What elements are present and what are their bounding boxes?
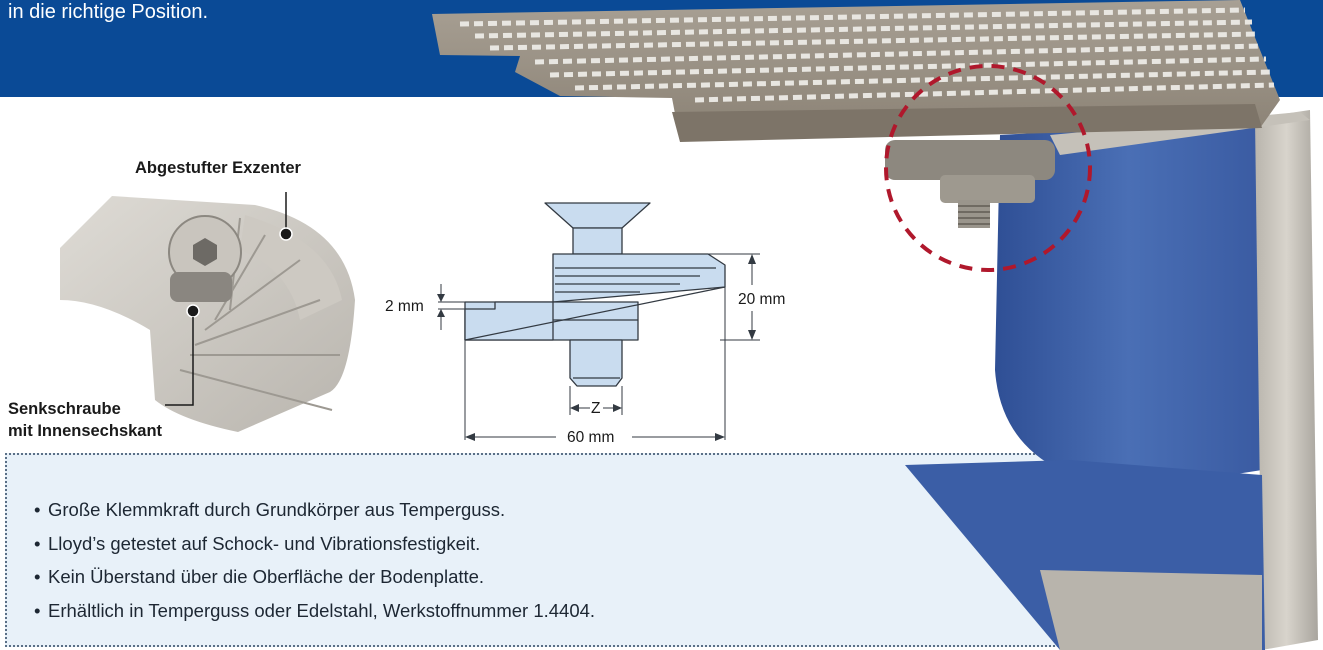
bottom-shank bbox=[569, 339, 623, 387]
feature-item: •Kein Überstand über die Oberfläche der … bbox=[34, 560, 595, 594]
dim-z-label: Z bbox=[591, 400, 600, 417]
callout-screw-label-1: Senkschraube bbox=[8, 400, 121, 418]
bullet-icon: • bbox=[34, 532, 41, 554]
grating-front-edge bbox=[672, 104, 1262, 142]
bullet-icon: • bbox=[34, 566, 41, 587]
dim-height-label: 20 mm bbox=[738, 291, 785, 308]
beam-inner-surface bbox=[995, 120, 1262, 500]
feature-item: •Erhältlich in Temperguss oder Edelstahl… bbox=[34, 594, 595, 628]
dim-width-label: 60 mm bbox=[567, 429, 614, 446]
feature-item: •Große Klemmkraft durch Grundkörper aus … bbox=[34, 493, 595, 527]
upper-wedge bbox=[552, 253, 726, 303]
dim-step-label: 2 mm bbox=[385, 298, 424, 315]
bullet-icon: • bbox=[34, 499, 41, 520]
bullet-icon: • bbox=[34, 599, 41, 621]
bolt-thread bbox=[958, 205, 990, 225]
eccentric-steps bbox=[179, 217, 340, 411]
clamp-body bbox=[885, 140, 1055, 180]
clamp-plate bbox=[940, 175, 1035, 203]
features-box bbox=[5, 453, 1067, 647]
screw-neck bbox=[572, 227, 623, 255]
header-text: in die richtige Position. bbox=[8, 1, 209, 23]
detail-circle bbox=[884, 64, 1092, 272]
screw-shank bbox=[170, 272, 232, 302]
callout-screw-label-2: mit Innensechskant bbox=[8, 422, 163, 440]
feature-list: •Große Klemmkraft durch Grundkörper aus … bbox=[34, 493, 595, 627]
callout-eccentric-label: Abgestufter Exzenter bbox=[135, 159, 301, 177]
grating-bars bbox=[459, 7, 1275, 103]
beam-bottom-flange-edge bbox=[1040, 570, 1262, 650]
hex-socket bbox=[193, 238, 217, 266]
screw-head-profile bbox=[544, 202, 651, 229]
beam-web bbox=[1255, 110, 1318, 650]
feature-item: •Lloyd’s getestet auf Schock- und Vibrat… bbox=[34, 527, 595, 561]
callout-dot-eccentric bbox=[279, 227, 293, 241]
